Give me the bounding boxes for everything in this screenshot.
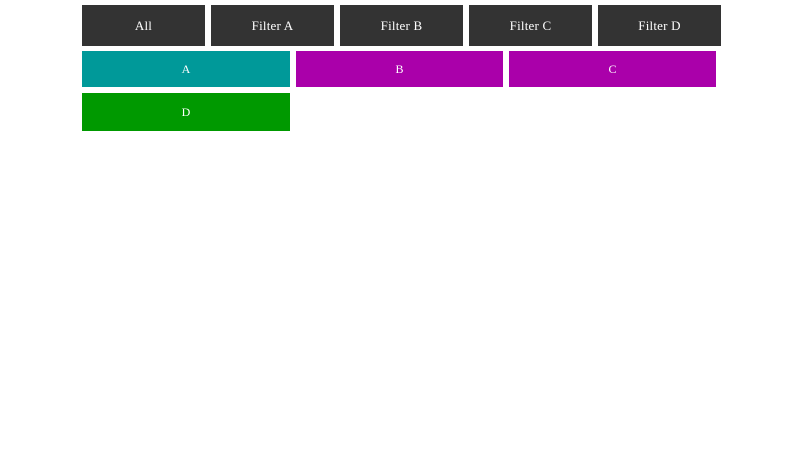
grid-item-label: B <box>395 62 404 76</box>
grid-item[interactable]: B <box>296 51 503 87</box>
grid-item-label: C <box>608 62 617 76</box>
grid-item-label: A <box>181 62 191 76</box>
filter-button-all[interactable]: All <box>82 5 205 46</box>
filter-button-c[interactable]: Filter C <box>469 5 592 46</box>
item-grid: A B C D <box>82 51 718 131</box>
filter-button-label: Filter A <box>251 18 294 33</box>
filter-button-label: Filter D <box>638 18 681 33</box>
grid-item[interactable]: A <box>82 51 290 87</box>
grid-item[interactable]: C <box>509 51 716 87</box>
filter-bar: All Filter A Filter B Filter C Filter D <box>82 5 721 46</box>
grid-item-label: D <box>181 105 191 119</box>
filter-button-b[interactable]: Filter B <box>340 5 463 46</box>
filter-button-label: Filter C <box>509 18 552 33</box>
filter-button-a[interactable]: Filter A <box>211 5 334 46</box>
filter-button-label: All <box>134 18 153 33</box>
grid-item[interactable]: D <box>82 93 290 131</box>
filter-button-label: Filter B <box>380 18 423 33</box>
filter-button-d[interactable]: Filter D <box>598 5 721 46</box>
